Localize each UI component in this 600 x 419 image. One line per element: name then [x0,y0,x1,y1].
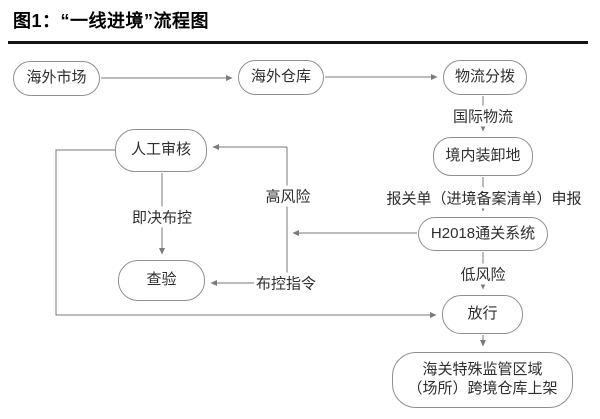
edge-label-control-instruction: 布控指令 [253,272,319,294]
edge-label-high-risk: 高风险 [263,185,313,207]
edge-label-international-logistics: 国际物流 [450,105,516,127]
node-release: 放行 [442,295,523,334]
node-overseas-market: 海外市场 [13,61,100,96]
node-logistics-distribution: 物流分拨 [443,60,527,95]
node-label: 海外仓库 [250,68,311,86]
node-manual-review: 人工审核 [115,129,207,172]
node-label: 海外市场 [26,69,87,87]
node-overseas-warehouse: 海外仓库 [238,60,324,95]
figure-title: 图1：“一线进境”流程图 [13,11,210,31]
edge-label-immediate-control: 即决布控 [129,206,195,228]
node-inspection: 查验 [118,260,205,301]
edge-label-declaration: 报关单（进境备案清单）申报 [384,187,584,209]
node-label: 人工审核 [130,141,191,159]
node-label: 放行 [467,305,498,323]
node-label-line1: 海关特殊监管区域 [422,361,543,379]
edge-label-low-risk: 低风险 [458,263,508,285]
edge-manual-review-to-release [55,149,437,318]
node-label: 境内装卸地 [445,147,521,165]
node-label-line2: （场所）跨境仓库上架 [407,380,558,397]
title-divider [8,41,588,44]
node-label: 物流分拨 [454,68,515,86]
node-domestic-unloading: 境内装卸地 [433,137,533,176]
node-label: 查验 [146,271,177,289]
node-h2018-system: H2018通关系统 [418,217,548,251]
node-label: H2018通关系统 [430,224,536,242]
node-bonded-shelving: 海关特殊监管区域 （场所）跨境仓库上架 [392,352,573,408]
